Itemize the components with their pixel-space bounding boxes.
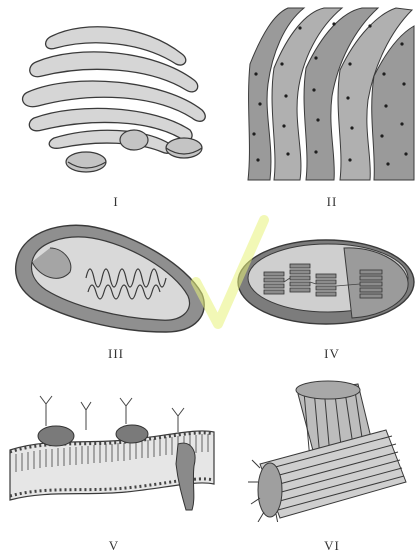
mitochondrion-icon <box>10 218 210 336</box>
panel-rough-er <box>244 4 416 182</box>
centriole-icon <box>246 372 416 522</box>
label-III: III <box>86 346 146 362</box>
panel-chloroplast <box>234 228 416 328</box>
rough-endoplasmic-reticulum-icon <box>244 4 416 182</box>
panel-mitochondrion <box>10 218 210 336</box>
label-V: V <box>84 538 144 554</box>
label-IV: IV <box>302 346 362 362</box>
label-I: I <box>86 194 146 210</box>
cell-membrane-icon <box>6 392 218 522</box>
panel-centriole <box>246 372 416 522</box>
panel-cell-membrane <box>6 392 218 522</box>
golgi-apparatus-icon <box>14 14 214 174</box>
chloroplast-icon <box>234 228 416 328</box>
label-II: II <box>302 194 362 210</box>
panel-golgi <box>14 14 214 174</box>
label-VI: VI <box>302 538 362 554</box>
